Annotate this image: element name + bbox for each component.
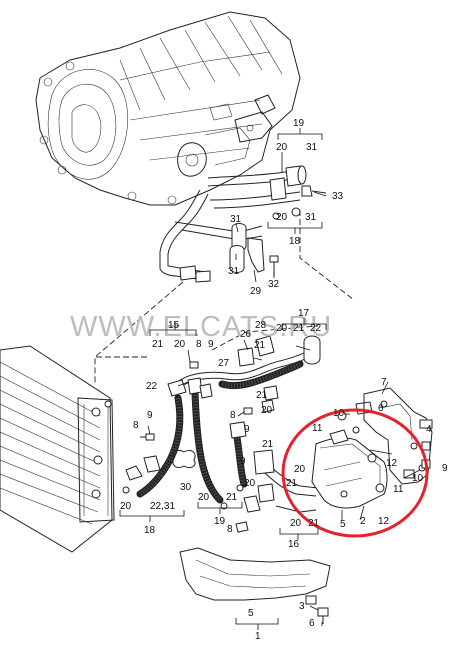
callout-15: 15 — [168, 320, 180, 331]
callout-labels: 19 20 31 33 31 20 31 18 31 32 29 17 15 8… — [120, 118, 448, 642]
callout-18: 18 — [289, 236, 301, 247]
callout-16: 16 — [288, 539, 300, 550]
callout-29: 29 — [250, 286, 262, 297]
callout-33: 33 — [332, 191, 344, 202]
callout-20: 20 — [294, 464, 306, 475]
callout-21: 21 — [152, 339, 164, 350]
callout-21: 21 — [308, 518, 320, 529]
callout-9: 9 — [442, 463, 448, 474]
callout-31: 31 — [228, 266, 240, 277]
callout-8: 8 — [133, 420, 139, 431]
callout-32: 32 — [268, 279, 280, 290]
callout-21: 21 — [256, 390, 268, 401]
callout-8: 8 — [230, 410, 236, 421]
callout-12: 12 — [378, 516, 390, 527]
highlight-circle — [281, 408, 429, 538]
callout-11: 11 — [312, 423, 323, 434]
callout-20: 20 — [198, 492, 210, 503]
callout-20: 20 — [174, 339, 186, 350]
callout-20: 20 — [290, 518, 302, 529]
callout-9: 9 — [240, 456, 246, 467]
callout-20: 20 — [261, 405, 273, 416]
callout-2: 2 — [360, 516, 366, 527]
callout-21: 21 — [254, 340, 266, 351]
underbody-shield — [179, 547, 331, 624]
callout-21: 21 — [262, 439, 274, 450]
callout-22-31: 22,31 — [150, 501, 175, 512]
callout-22: 22 — [310, 323, 322, 334]
callout-5: 5 — [248, 608, 254, 619]
callout-10: 10 — [412, 473, 424, 484]
callout-11: 11 — [393, 484, 404, 495]
callout-8: 8 — [196, 339, 202, 350]
callout-4: 4 — [426, 424, 432, 435]
callout-21: 21 — [226, 492, 238, 503]
transmission-housing — [35, 11, 301, 206]
callout-20: 20 — [276, 212, 288, 223]
callout-31: 31 — [306, 142, 318, 153]
oil-cooler — [311, 401, 388, 509]
callout-27: 27 — [218, 358, 230, 369]
lower-oil-lines — [122, 335, 321, 533]
callout-28: 28 — [255, 320, 267, 331]
callout-9: 9 — [147, 410, 153, 421]
callout-31: 31 — [305, 212, 317, 223]
callout-9: 9 — [244, 424, 250, 435]
callout-20: 20 — [276, 142, 288, 153]
callout-5: 5 — [340, 519, 346, 530]
callout-20: 20 — [244, 478, 256, 489]
callout-22: 22 — [146, 381, 158, 392]
callout-17: 17 — [298, 308, 310, 319]
callout-20: 20 — [276, 323, 288, 334]
callout-31: 31 — [230, 214, 242, 225]
callout-26: 26 — [240, 329, 252, 340]
callout-1: 1 — [255, 631, 261, 642]
callout-8: 8 — [227, 524, 233, 535]
callout-3: 3 — [299, 601, 305, 612]
callout-20: 20 — [120, 501, 132, 512]
upper-oil-pipes — [159, 165, 327, 283]
callout-30: 30 — [180, 482, 192, 493]
callout-12: 12 — [386, 458, 398, 469]
callout-19: 19 — [214, 516, 226, 527]
callout-21: 21 — [286, 478, 298, 489]
callout-19: 19 — [293, 118, 305, 129]
radiator — [0, 345, 115, 553]
callout-9: 9 — [208, 339, 214, 350]
callout-7: 7 — [381, 377, 387, 388]
callout-6: 6 — [378, 403, 384, 414]
callout-18: 18 — [144, 525, 156, 536]
callout-brackets — [119, 128, 421, 630]
guide-lines — [94, 210, 355, 385]
callout-21: 21 — [293, 323, 305, 334]
callout-6: 6 — [309, 618, 315, 629]
callout-10: 10 — [333, 408, 345, 419]
watermark: WWW.ELCATS.RU — [70, 311, 332, 343]
